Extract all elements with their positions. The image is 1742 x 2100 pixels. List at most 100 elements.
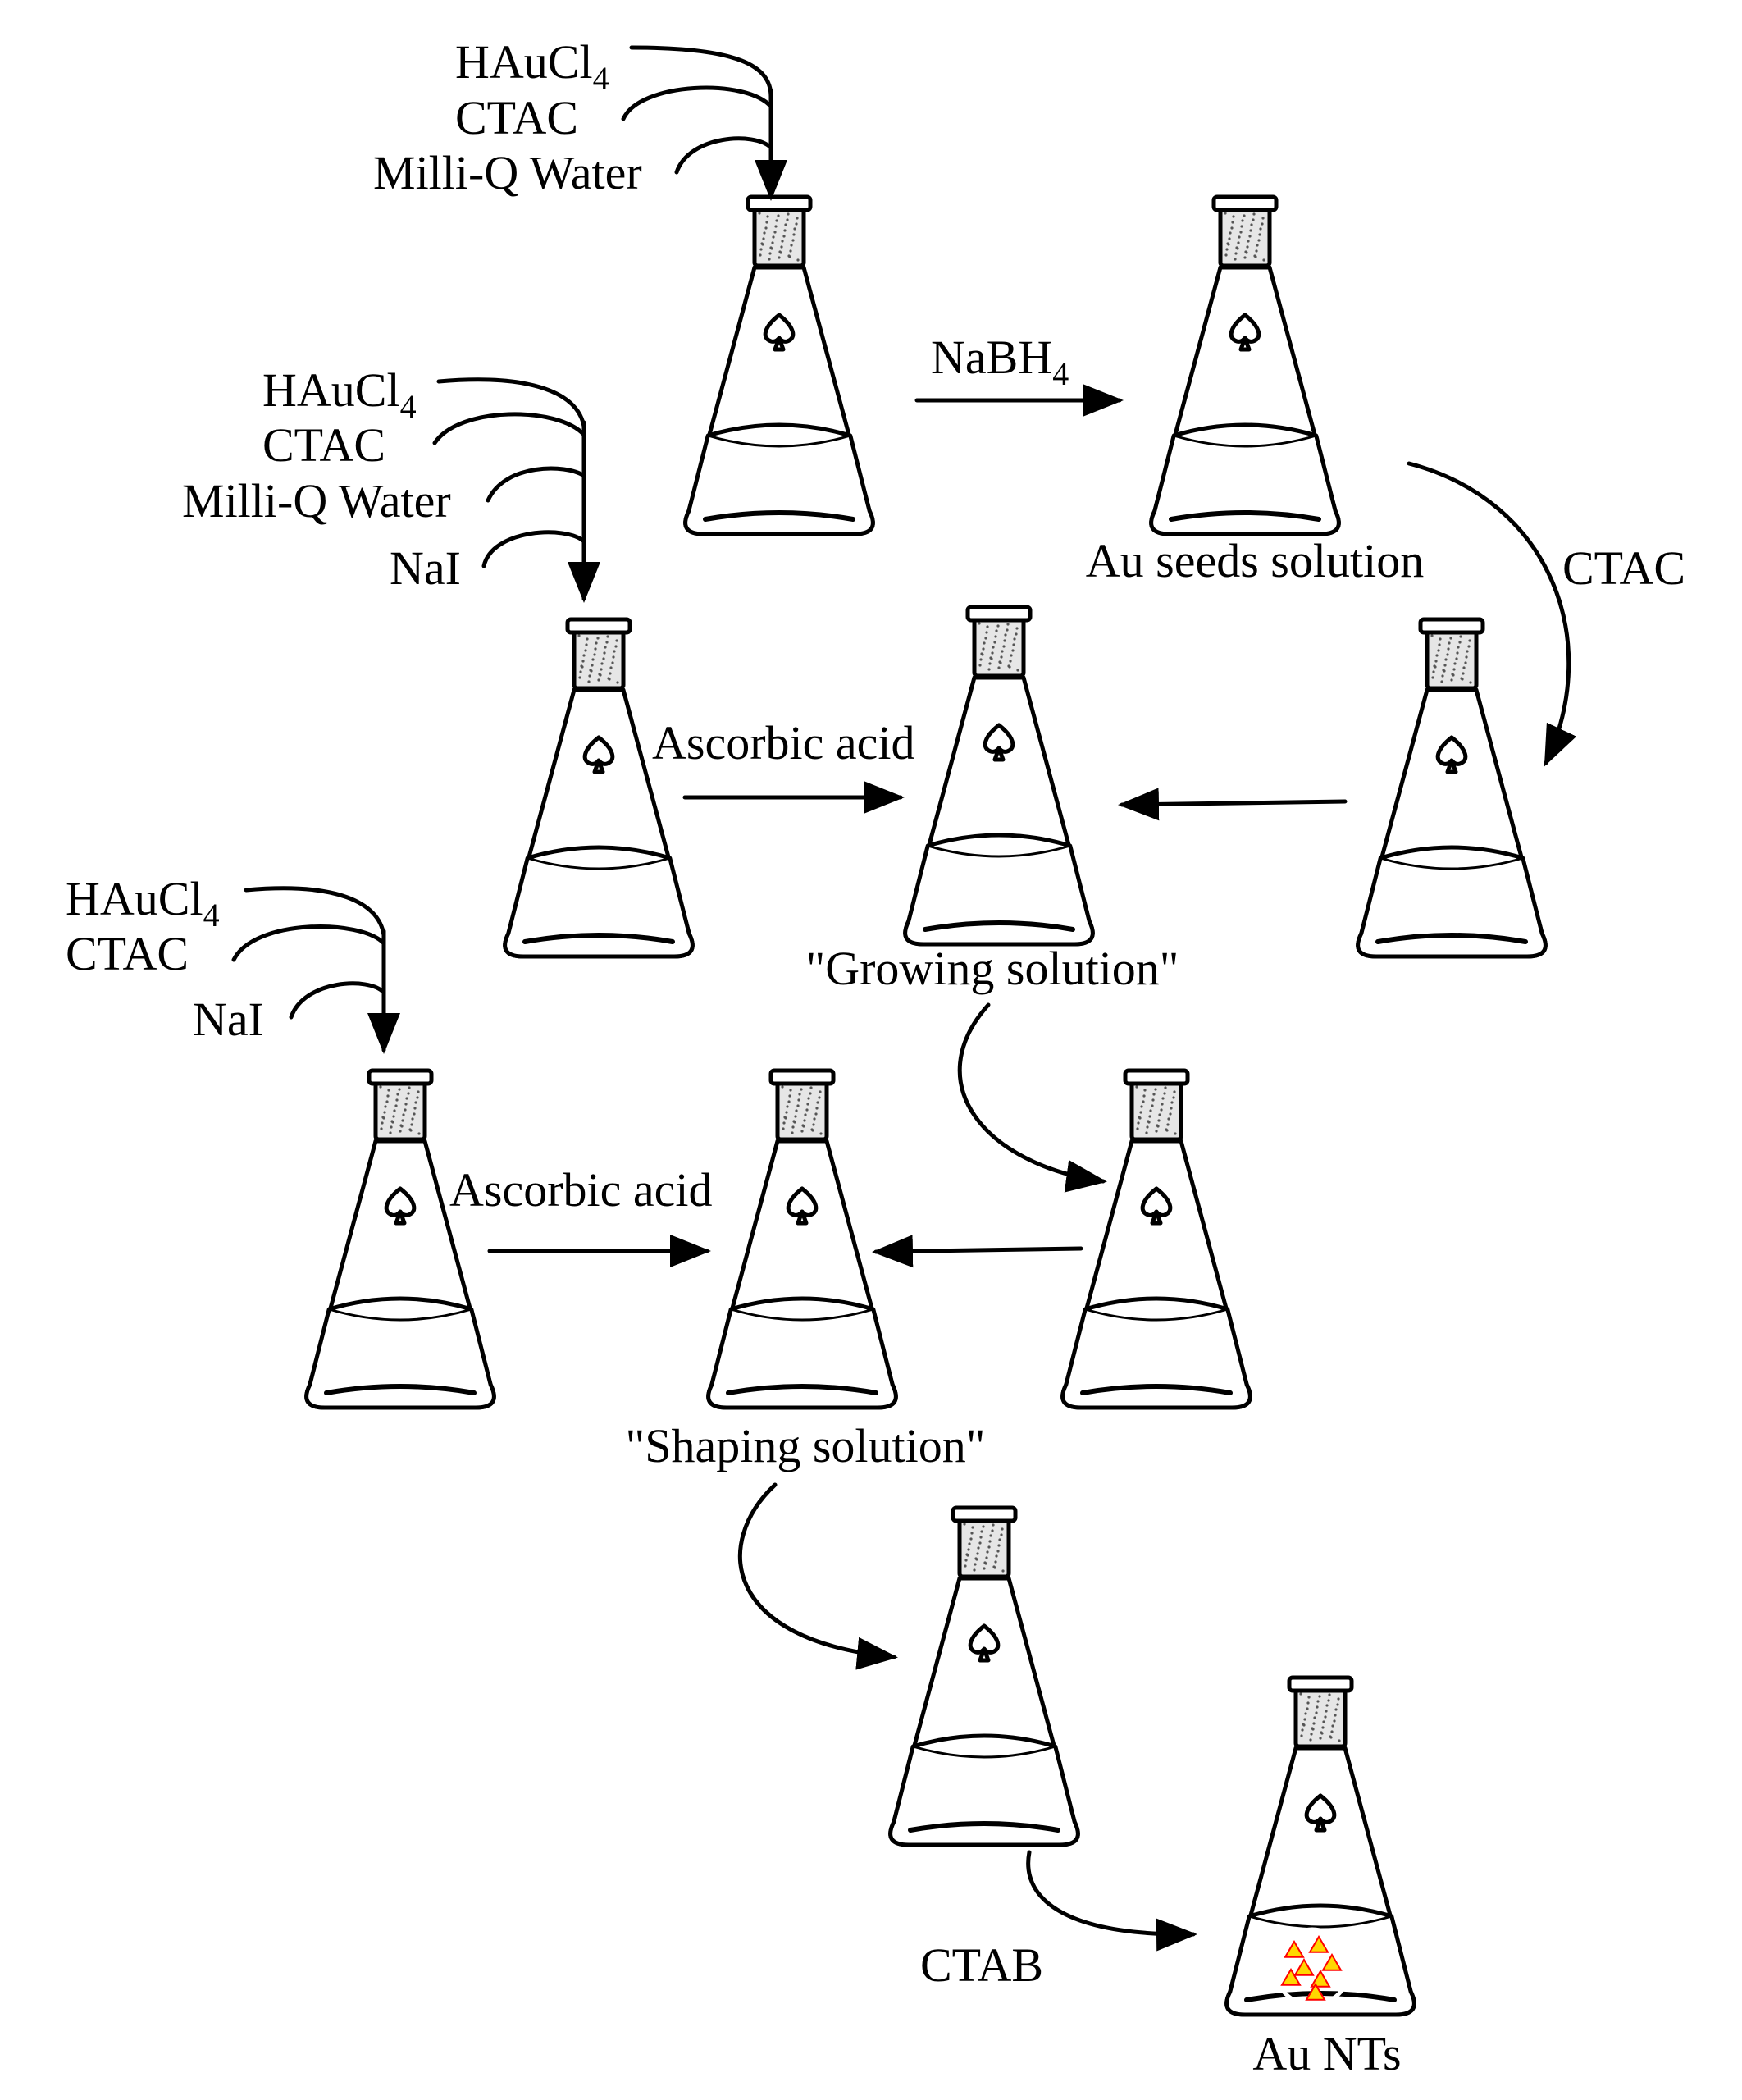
meniscus: [730, 1308, 874, 1322]
flask-base-line: [908, 1821, 1060, 1833]
purple-flask: [888, 1505, 1080, 1847]
step-ctac: CTAC: [1407, 461, 1685, 767]
spade-icon: [1304, 1793, 1337, 1833]
flask-base-line: [324, 1384, 477, 1395]
ctac-label-2: CTAC: [262, 418, 385, 472]
zoom-circle: [1272, 1927, 1352, 2007]
hauc-label-1: HAuCl4: [455, 35, 609, 97]
stopper-texture: [1135, 1085, 1177, 1135]
stopper-texture: [379, 1085, 421, 1135]
hauc-label-3: HAuCl4: [66, 872, 220, 934]
flask-base-line: [1169, 510, 1321, 522]
flask-base-line: [1080, 1384, 1233, 1395]
ascorbic-label-2: Ascorbic acid: [449, 1163, 712, 1217]
nanotriangle: [1308, 1935, 1329, 1953]
step-ctab: CTAB: [920, 1850, 1197, 1992]
nai-label-2: NaI: [390, 541, 461, 595]
step-ascorbic-1: Ascorbic acid: [652, 716, 914, 814]
flask-rim: [951, 1505, 1018, 1523]
flask-base-line: [1375, 933, 1528, 944]
reagent-line-hauc-3: [244, 886, 386, 938]
stopper-texture: [978, 622, 1019, 672]
seeds-to-growing-arrow: [1118, 788, 1348, 821]
meniscus: [328, 1308, 472, 1322]
stopper-texture: [1430, 634, 1472, 684]
reagent-line-nai-2: [481, 530, 586, 568]
liquid-outline: [1060, 1296, 1252, 1410]
reagent-line-water-2: [486, 466, 586, 503]
flask-rim: [1418, 617, 1485, 635]
reagent-line-ctac-1: [621, 85, 773, 121]
meniscus: [1248, 1915, 1393, 1929]
liquid-outline: [888, 1733, 1080, 1847]
spade-icon: [763, 313, 796, 352]
spade-icon: [384, 1186, 417, 1226]
water-label-1: Milli-Q Water: [373, 146, 642, 199]
seeds-flask: [1149, 194, 1341, 536]
reagent-line-ctac-3: [231, 924, 386, 962]
flask-base-line: [703, 510, 855, 522]
flask-rim: [565, 617, 632, 635]
reagent-group-2: HAuCl4 CTAC Milli-Q Water NaI: [182, 363, 600, 603]
nanotriangle: [1321, 1953, 1343, 1971]
product-caption: Au NTs: [1252, 2027, 1401, 2080]
spade-icon: [1435, 735, 1468, 774]
ctab-arrow: [1026, 1850, 1197, 1952]
meniscus: [1084, 1308, 1229, 1322]
nanotriangle: [1280, 1968, 1302, 1986]
meniscus: [927, 844, 1071, 858]
intermediate-to-shaping-arrow: [872, 1235, 1083, 1268]
stopper-texture: [1224, 212, 1265, 262]
nanotriangles: [1272, 1927, 1352, 2007]
nabh4-label: NaBH4: [931, 331, 1069, 392]
liquid-outline: [683, 422, 875, 536]
ctac-label-1: CTAC: [455, 91, 578, 144]
spade-icon: [1140, 1186, 1173, 1226]
flask-base-line: [726, 1384, 878, 1395]
meniscus: [527, 856, 671, 870]
flask-base-line: [522, 933, 675, 944]
nanotriangle: [1293, 1958, 1315, 1976]
growing-to-intermediate-arrow: [957, 1002, 1107, 1193]
reagent-group-1: HAuCl4 CTAC Milli-Q Water: [373, 35, 787, 201]
shaping-solution-flask: [706, 1068, 898, 1410]
step-nabh4: NaBH4: [914, 331, 1124, 417]
growing-solution-flask: [903, 605, 1095, 947]
flask-rim: [1123, 1068, 1190, 1086]
spade-icon: [983, 723, 1015, 762]
stopper-texture: [1299, 1692, 1341, 1742]
flask-rim: [1287, 1675, 1354, 1693]
reagent-line-hauc-1: [629, 45, 773, 99]
spade-icon: [968, 1623, 1001, 1663]
step-ascorbic-2: Ascorbic acid: [449, 1163, 712, 1267]
stopper-texture: [781, 1085, 823, 1135]
liquid-outline: [1224, 1903, 1416, 2017]
reagent-group-3: HAuCl4 CTAC NaI: [66, 872, 400, 1054]
flask-rim: [746, 194, 813, 212]
liquid-outline: [903, 833, 1095, 947]
shaping-caption: "Shaping solution": [626, 1419, 986, 1472]
liquid-outline: [1356, 845, 1548, 959]
shaping-precursor-flask: [304, 1068, 496, 1410]
spade-icon: [786, 1186, 819, 1226]
nanotriangle: [1305, 1983, 1326, 2001]
liquid-outline: [1149, 422, 1341, 536]
flask-rim: [367, 1068, 434, 1086]
spade-icon: [1229, 313, 1261, 352]
product-flask: [1224, 1675, 1416, 2017]
flask-base-line: [923, 920, 1075, 932]
flask-rim: [768, 1068, 836, 1086]
stopper-texture: [758, 212, 800, 262]
shaping-to-purple-arrow: [738, 1482, 898, 1670]
meniscus: [1379, 856, 1524, 870]
liquid-outline: [503, 845, 695, 959]
meniscus: [1173, 434, 1317, 448]
reagent-line-hauc-2: [436, 377, 586, 429]
reagent-line-nai-3: [289, 981, 386, 1020]
growth-precursor-flask: [503, 617, 695, 959]
nai-label-3: NaI: [193, 993, 264, 1046]
flask-rim: [1211, 194, 1279, 212]
gold-precursor-flask: [683, 194, 875, 536]
seeds-caption: Au seeds solution: [1086, 534, 1424, 587]
